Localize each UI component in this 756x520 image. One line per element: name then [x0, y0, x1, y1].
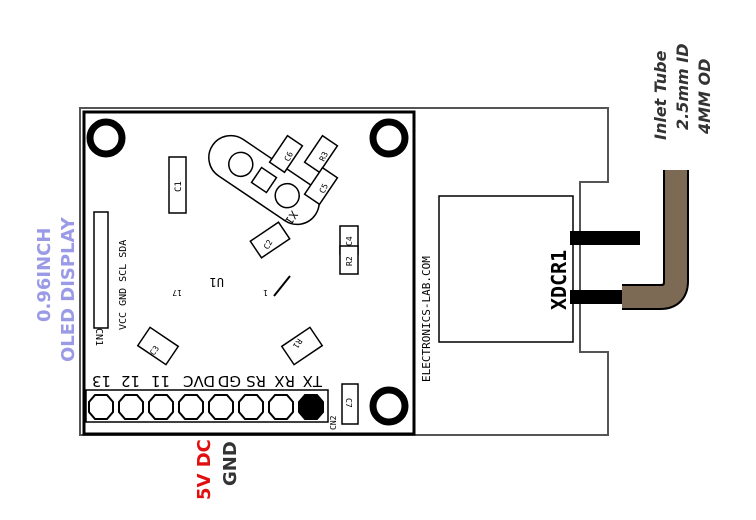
u1-pin1-label: 1: [263, 288, 268, 297]
r3-label: R3: [318, 150, 330, 163]
x1-label: X1: [282, 208, 300, 226]
transducer-xdcr1: [438, 195, 574, 343]
oled-connector-cn1: [93, 211, 109, 329]
r2-label: R2: [345, 256, 354, 266]
capacitor-c7: [341, 383, 359, 425]
header-pin-label: DVC: [183, 372, 215, 390]
u1-pin1-marker: [273, 275, 291, 297]
header-pin-label: GD: [218, 372, 241, 390]
header-pin: [268, 394, 294, 420]
c1-label: C1: [174, 181, 184, 192]
display-type-label: OLED DISPLAY: [58, 216, 79, 362]
c4-label: C4: [345, 236, 354, 246]
header-pin: [118, 394, 144, 420]
transducer-port: [570, 231, 640, 245]
resistor-r1: [280, 326, 324, 366]
capacitor-c3: [136, 326, 180, 366]
mounting-hole: [86, 118, 126, 158]
header-pin: [88, 394, 114, 420]
u1-label: U1: [210, 275, 224, 289]
capacitor-c6: [268, 134, 304, 174]
header-pin-filled: [298, 394, 324, 420]
inlet-tube-fill: [622, 170, 687, 308]
resistor-r2: [339, 245, 359, 275]
header-pin: [238, 394, 264, 420]
capacitor-c2: [249, 221, 291, 259]
inlet-od-label: 4MM OD: [695, 59, 714, 135]
c7-label: C7: [344, 398, 353, 408]
u1-pin17-label: 17: [172, 288, 182, 297]
header-pin-label: RX: [274, 372, 295, 390]
inlet-tube-label: Inlet Tube: [651, 50, 670, 140]
power-gnd-label: GND: [220, 441, 241, 486]
header-pin-label: RS: [246, 372, 266, 390]
header-pin-label: 11: [151, 372, 170, 390]
header-pin: [208, 394, 234, 420]
oled-pin-labels: VCC GND SCL SDA: [118, 240, 129, 330]
cn1-label: CN1: [93, 328, 104, 346]
capacitor-c1: [168, 156, 187, 214]
transducer-port: [570, 290, 626, 304]
c2-label: C2: [262, 238, 275, 251]
header-pin: [178, 394, 204, 420]
c5-label: C5: [318, 182, 330, 195]
c6-label: C6: [283, 150, 295, 163]
cn2-label: CN2: [329, 415, 338, 430]
mounting-hole: [369, 118, 409, 158]
power-5v-label: 5V DC: [194, 439, 215, 500]
transducer-label: XDCR1: [547, 250, 571, 310]
header-pin: [148, 394, 174, 420]
display-size-label: 0.96INCH: [34, 228, 55, 322]
header-pin-label: TX: [303, 372, 323, 390]
capacitor-c5: [303, 166, 339, 206]
resistor-r3: [303, 134, 339, 174]
brand-label: ELECTRONICS-LAB.COM: [420, 256, 433, 382]
inlet-id-label: 2.5mm ID: [673, 44, 692, 131]
header-pin-label: 13: [92, 372, 111, 390]
crystal-x1: [208, 134, 320, 226]
header-pin-label: 12: [121, 372, 140, 390]
mounting-hole: [369, 386, 409, 426]
